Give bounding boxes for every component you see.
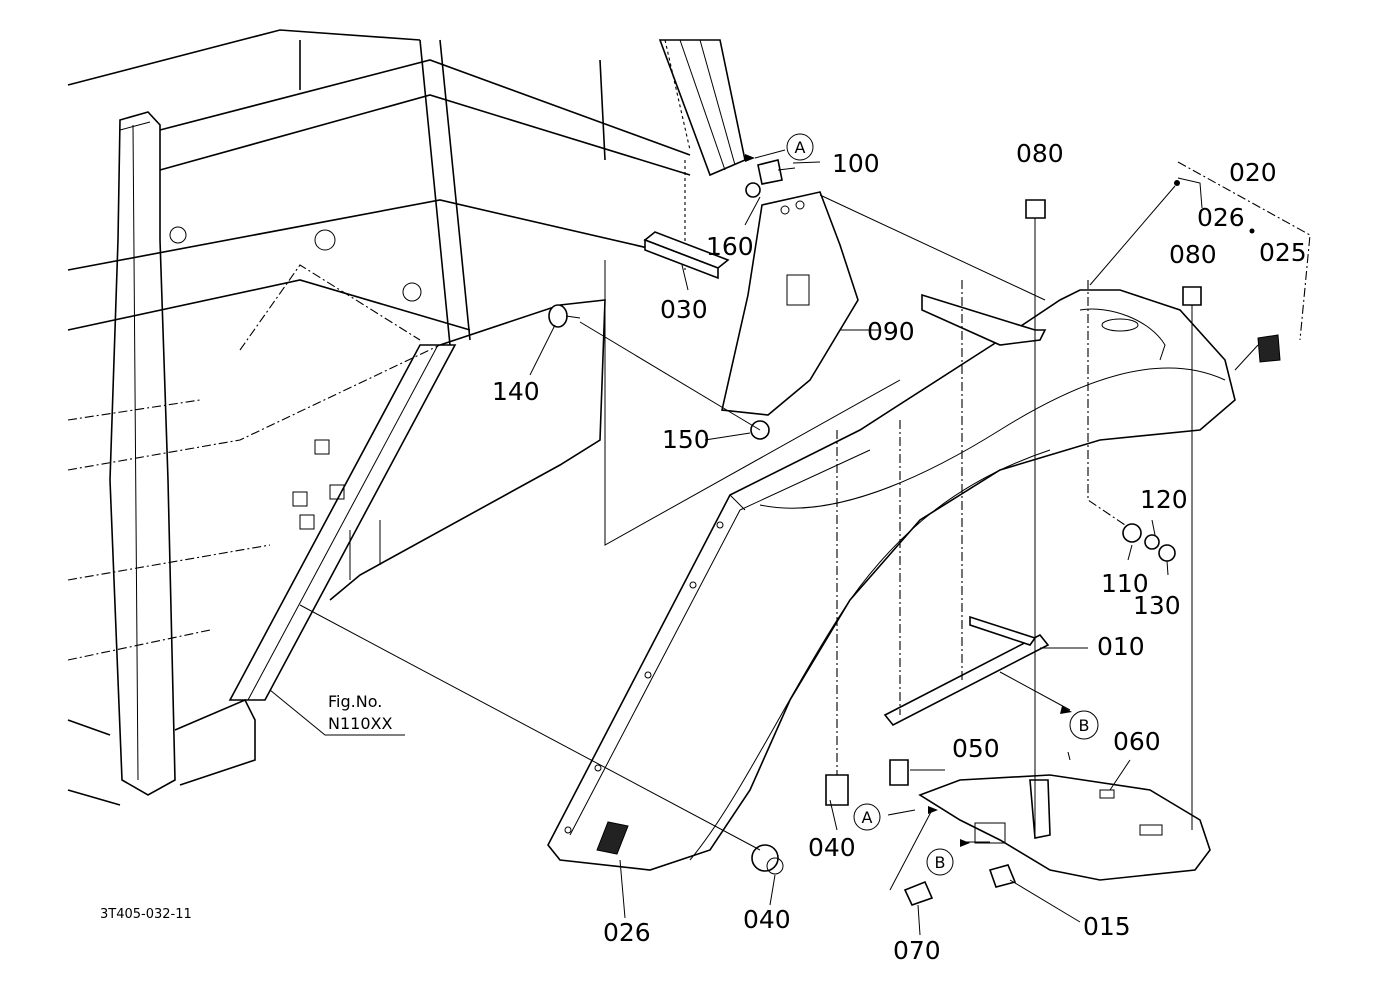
nut-160 bbox=[745, 182, 761, 198]
callout-090: 090 bbox=[867, 317, 915, 346]
svg-text:A: A bbox=[862, 808, 873, 827]
svg-text:A: A bbox=[795, 138, 806, 157]
marker-b-bottom: B bbox=[926, 848, 954, 876]
bolt-040-upper bbox=[825, 774, 849, 806]
figure-reference: Fig.No. N110XX bbox=[328, 692, 392, 733]
marker-a-bottom: A bbox=[853, 803, 881, 831]
callout-025: 025 bbox=[1259, 238, 1307, 267]
callout-080-right: 080 bbox=[1169, 240, 1217, 269]
callout-026-bottom: 026 bbox=[603, 918, 651, 947]
callout-010: 010 bbox=[1097, 632, 1145, 661]
callout-140: 140 bbox=[492, 377, 540, 406]
plate-060 bbox=[918, 774, 1211, 881]
drawing-id: 3T405-032-11 bbox=[100, 907, 192, 922]
callout-026-top: 026 bbox=[1197, 203, 1245, 232]
callout-040-upper: 040 bbox=[808, 833, 856, 862]
nut-130 bbox=[1158, 544, 1176, 562]
bolt-050 bbox=[889, 759, 909, 786]
callout-160: 160 bbox=[706, 232, 754, 261]
bolt-080-right bbox=[1182, 286, 1202, 312]
decal-025 bbox=[1257, 334, 1281, 363]
callout-030: 030 bbox=[660, 295, 708, 324]
bolt-015 bbox=[988, 864, 1017, 888]
washer-120 bbox=[1144, 534, 1160, 550]
callout-130: 130 bbox=[1133, 591, 1181, 620]
bar-030 bbox=[643, 231, 730, 280]
bolt-040-lower bbox=[751, 844, 784, 875]
dot-026-025 bbox=[1249, 228, 1255, 234]
callout-080-left: 080 bbox=[1016, 139, 1064, 168]
bracket-010 bbox=[883, 615, 1050, 727]
callout-150: 150 bbox=[662, 425, 710, 454]
callout-110: 110 bbox=[1101, 569, 1149, 598]
callout-015: 015 bbox=[1083, 912, 1131, 941]
svg-text:B: B bbox=[935, 853, 946, 872]
callout-040-lower: 040 bbox=[743, 905, 791, 934]
callout-050: 050 bbox=[952, 734, 1000, 763]
marker-b-right: B bbox=[1069, 710, 1099, 740]
washer-110 bbox=[1122, 523, 1142, 543]
bolt-100 bbox=[757, 159, 796, 185]
bolt-080-left bbox=[1025, 199, 1046, 225]
bolt-140 bbox=[548, 304, 581, 328]
callout-060: 060 bbox=[1113, 727, 1161, 756]
bolt-070 bbox=[903, 880, 934, 906]
callouts: 100 160 030 090 140 150 080 020 026 025 … bbox=[492, 139, 1307, 965]
callout-100: 100 bbox=[832, 149, 880, 178]
panel-090 bbox=[721, 191, 859, 416]
dot-020 bbox=[1174, 180, 1180, 186]
callout-020: 020 bbox=[1229, 158, 1277, 187]
callout-070: 070 bbox=[893, 936, 941, 965]
callout-120: 120 bbox=[1140, 485, 1188, 514]
leader-lines bbox=[269, 149, 1311, 936]
fig-ref-label: Fig.No. bbox=[328, 692, 382, 711]
hardware bbox=[548, 159, 1281, 906]
marker-a-top: A bbox=[786, 133, 814, 161]
fig-ref-number: N110XX bbox=[328, 714, 392, 733]
svg-text:B: B bbox=[1079, 716, 1090, 735]
